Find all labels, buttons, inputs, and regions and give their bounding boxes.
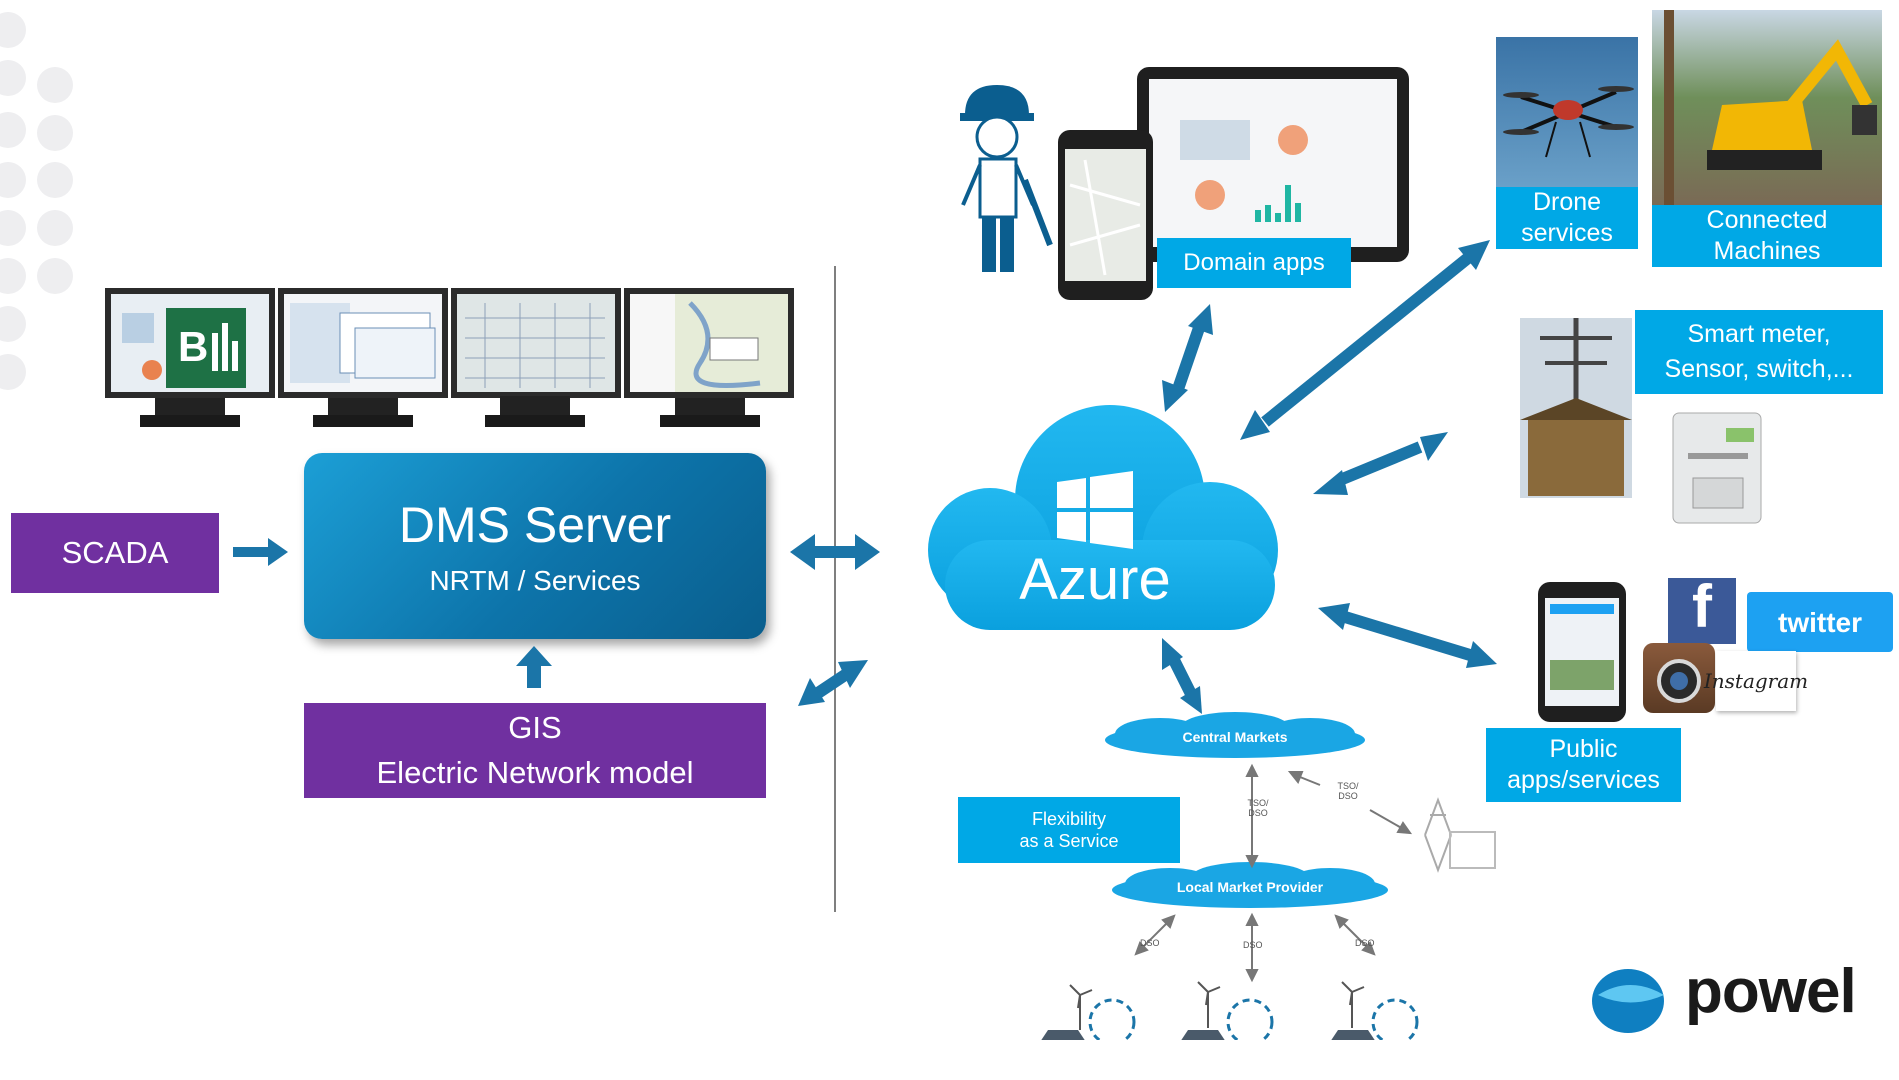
domain-apps-devices [960, 67, 1409, 300]
machines-box: Connected Machines [1652, 205, 1882, 267]
svg-text:B: B [178, 323, 208, 370]
azure-label: Azure [1019, 546, 1171, 612]
utility-pole-icon [1520, 318, 1632, 496]
market-flow-diagram [1041, 763, 1496, 1040]
arrow-azure-public [1343, 611, 1472, 661]
arrow-gis-dms [516, 646, 552, 688]
scada-label: SCADA [61, 534, 169, 570]
arrow-azure-markets [1167, 655, 1197, 697]
worker-icon [960, 85, 1053, 272]
twitter-logo: twitter [1747, 592, 1893, 652]
phone-icon [1058, 130, 1153, 300]
public-phone-icon [1538, 582, 1626, 722]
dms-server-subtitle: NRTM / Services [429, 564, 641, 596]
public-apps-box: Public apps/services [1486, 728, 1681, 802]
instagram-logo [1643, 643, 1715, 713]
smart-meter-line2: Sensor, switch,... [1664, 355, 1854, 383]
instagram-text: Instagram [1703, 669, 1809, 693]
public-apps-line2: apps/services [1507, 766, 1660, 794]
gis-title: GIS [508, 709, 562, 745]
dso-label-3: DSO [1355, 938, 1375, 948]
twitter-text: twitter [1778, 606, 1862, 638]
instagram-wordmark: Instagram [1704, 651, 1808, 711]
machines-line2: Machines [1713, 237, 1821, 265]
drone-line2: services [1521, 219, 1613, 247]
gis-box: GIS Electric Network model [304, 703, 766, 798]
transmission-tower-icon [1424, 797, 1496, 873]
drone-photo [1496, 37, 1638, 187]
excavator-icon [1664, 10, 1877, 205]
smart-meter-line1: Smart meter, [1687, 319, 1831, 348]
flexibility-line2: as a Service [1019, 831, 1119, 851]
decorative-dots [0, 12, 73, 390]
domain-apps-label: Domain apps [1183, 249, 1325, 276]
monitor-4 [624, 288, 794, 427]
smart-meter-icon [1672, 412, 1762, 524]
arrow-azure-drone [1261, 253, 1472, 427]
monitor-2 [278, 288, 448, 427]
local-market-cloud [1112, 862, 1388, 908]
gis-subtitle: Electric Network model [376, 754, 694, 790]
powel-logo-text: powel [1685, 957, 1857, 1026]
machines-line1: Connected [1706, 205, 1828, 234]
flexibility-line1: Flexibility [1031, 808, 1106, 829]
powel-logo-icon [1592, 969, 1664, 1033]
tablet-icon [1137, 67, 1409, 262]
drone-line1: Drone [1532, 187, 1602, 216]
public-apps-line1: Public [1549, 734, 1618, 763]
arrow-scada-dms [233, 538, 288, 566]
monitor-3 [451, 288, 621, 427]
wind-turbine-icons [1069, 981, 1365, 1030]
local-market-label: Local Market Provider [1176, 879, 1324, 896]
ev-car-icons [1041, 1030, 1375, 1040]
arrow-azure-domain [1171, 323, 1206, 394]
domain-apps-box: Domain apps [1157, 238, 1351, 288]
facebook-letter: f [1692, 573, 1712, 640]
facebook-logo: f [1668, 573, 1736, 644]
dms-server-box: DMS Server NRTM / Services [304, 453, 766, 639]
excavator-photo [1652, 10, 1882, 205]
dso-label-2: DSO [1243, 940, 1263, 950]
tso-dso-label-1: TSO/ DSO [1247, 798, 1269, 818]
dso-label-1: DSO [1140, 938, 1160, 948]
instagram-camera-icon [1657, 659, 1701, 703]
drone-icon [1503, 86, 1634, 158]
tso-dso-label-2: TSO/ DSO [1337, 781, 1359, 801]
arrow-azure-meter [1337, 441, 1423, 486]
control-room-monitors: B [105, 288, 794, 427]
monitor-1: B [105, 288, 275, 427]
divider-line [834, 266, 836, 912]
substation-photo [1520, 318, 1632, 498]
windows-logo-icon [1057, 471, 1133, 549]
scada-box: SCADA [11, 513, 219, 593]
dms-server-title: DMS Server [398, 497, 672, 554]
drone-box: Drone services [1496, 187, 1638, 249]
central-markets-label: Central Markets [1182, 729, 1288, 746]
flexibility-box: Flexibility as a Service [958, 797, 1180, 863]
central-markets-cloud [1105, 712, 1365, 758]
azure-cloud [928, 405, 1278, 630]
microgrid-circles [1088, 998, 1419, 1040]
arrow-gis-azure [811, 668, 852, 700]
smart-meter-box: Smart meter, Sensor, switch,... [1635, 310, 1883, 394]
